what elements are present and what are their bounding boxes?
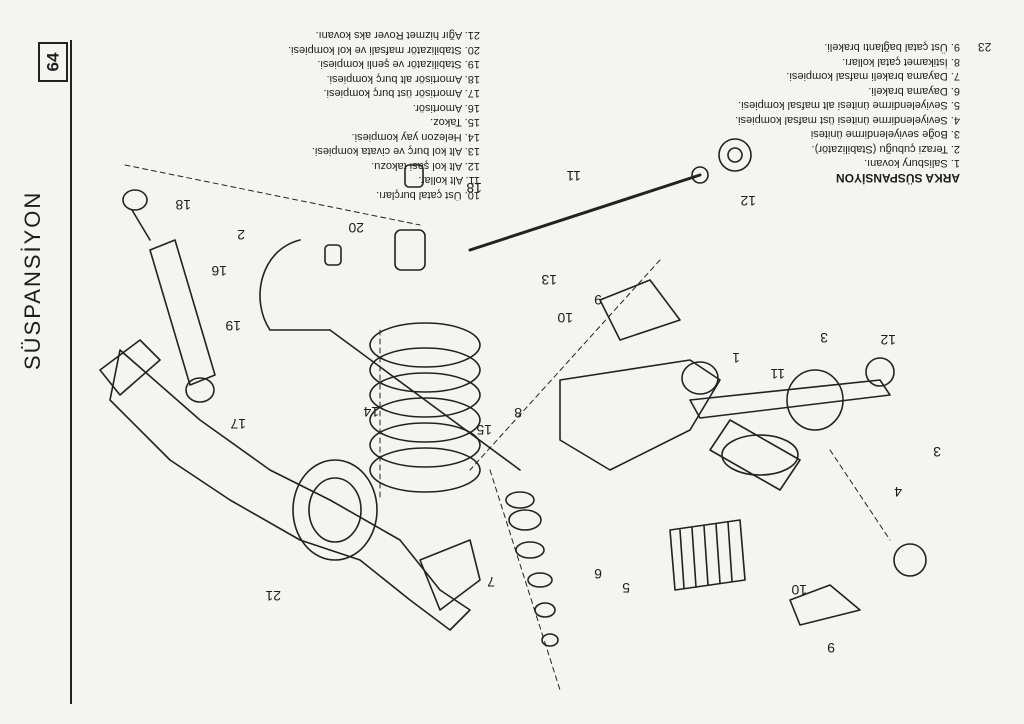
callout-15: 15 xyxy=(476,422,492,438)
callout-1: 1 xyxy=(732,350,740,366)
bellows-shape xyxy=(669,519,746,591)
axle-housing-shape xyxy=(109,349,471,631)
callout-5: 5 xyxy=(622,580,630,596)
callout-16: 16 xyxy=(211,263,227,279)
differential-cover-shape xyxy=(292,459,378,561)
callout-20: 20 xyxy=(348,220,364,236)
callout-12: 12 xyxy=(740,193,756,209)
callout-10: 10 xyxy=(557,310,573,326)
lower-arm-shape xyxy=(468,173,702,252)
salisbury-housing-shape xyxy=(559,359,721,471)
callout-14: 14 xyxy=(363,404,379,420)
leveling-unit-shape xyxy=(786,369,844,431)
callout-21: 21 xyxy=(265,588,281,604)
callout-10b: 10 xyxy=(791,582,807,598)
callout-7: 7 xyxy=(487,574,495,590)
callout-18: 18 xyxy=(175,197,191,213)
side-rule xyxy=(70,40,72,704)
callout-4: 4 xyxy=(894,484,902,500)
callout-18b: 18 xyxy=(466,180,482,196)
callout-8: 8 xyxy=(514,405,522,421)
side-page-box: 64 xyxy=(38,42,68,82)
shock-absorber-shape xyxy=(149,239,216,386)
callout-12b: 12 xyxy=(880,332,896,348)
callout-11b: 11 xyxy=(770,366,785,382)
callout-2: 2 xyxy=(237,227,245,243)
callout-13: 13 xyxy=(541,272,557,288)
callout-9b: 9 xyxy=(827,640,835,656)
callout-11: 11 xyxy=(566,168,581,184)
callout-3b: 3 xyxy=(933,444,941,460)
callout-17: 17 xyxy=(230,416,246,432)
callout-3: 3 xyxy=(820,330,828,346)
stabilizer-bar-shape xyxy=(259,239,331,331)
callout-6: 6 xyxy=(594,566,602,582)
callout-19: 19 xyxy=(225,318,241,334)
callout-9: 9 xyxy=(594,292,602,308)
coil-spring-shape xyxy=(369,322,481,493)
